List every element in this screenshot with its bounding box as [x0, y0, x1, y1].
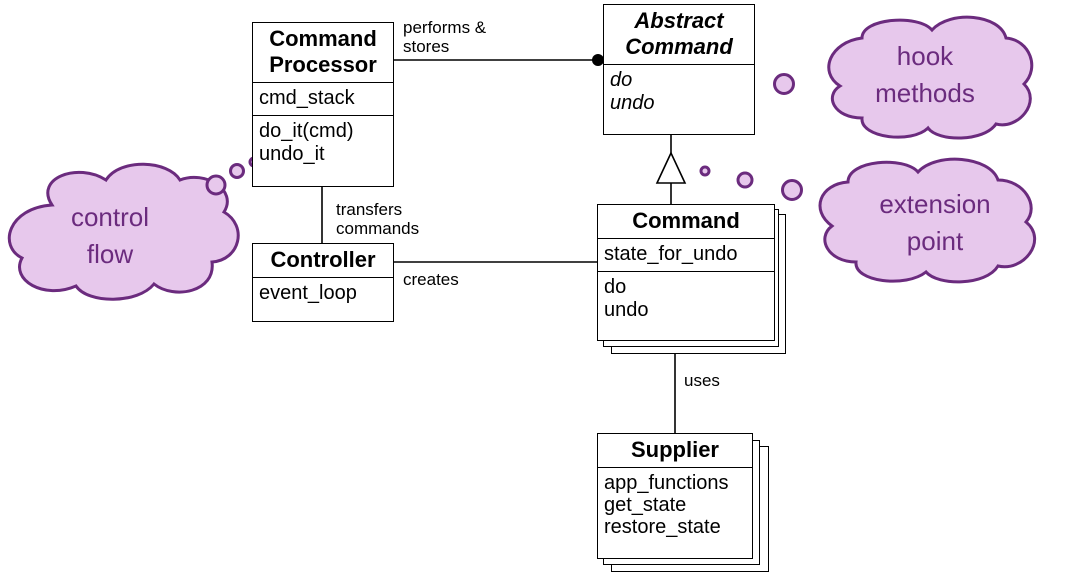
label-uses: uses	[684, 371, 720, 390]
generalization-arrowhead	[655, 151, 687, 184]
class-command-processor: Command Processor cmd_stack do_it(cmd) u…	[252, 22, 394, 187]
method-undo: undo	[604, 299, 649, 321]
class-controller: Controller event_loop	[252, 243, 394, 322]
class-supplier-title: Supplier	[630, 437, 719, 462]
class-abstract-command-title: Abstract Command	[625, 8, 733, 59]
method-do: do	[610, 69, 633, 91]
label-performs-stores: performs & stores	[403, 18, 487, 56]
method-undo: undo	[610, 92, 655, 114]
attribute-state-for-undo: state_for_undo	[604, 243, 738, 265]
method-do: do	[604, 276, 627, 298]
class-abstract-command: Abstract Command do undo	[603, 4, 755, 135]
attribute-cmd-stack: cmd_stack	[259, 87, 355, 109]
class-supplier: Supplier app_functions get_state restore…	[597, 433, 753, 559]
label-creates: creates	[403, 270, 459, 289]
cloud-hook-methods-text: hook methods	[875, 41, 975, 108]
class-supplier-methods: app_functions get_state restore_state	[598, 467, 752, 543]
class-command: Command state_for_undo do undo	[597, 204, 775, 341]
class-abstract-command-methods: do undo	[604, 64, 754, 120]
method-restore-state: restore_state	[604, 516, 721, 538]
class-command-title: Command	[632, 208, 740, 233]
method-get-state: get_state	[604, 494, 687, 516]
class-controller-attributes: event_loop	[253, 277, 393, 310]
cloud-extension-point	[699, 157, 1037, 284]
class-command-processor-methods: do_it(cmd) undo_it	[253, 115, 393, 171]
label-transfers-commands: transfers commands	[336, 200, 420, 238]
cloud-control-flow	[7, 156, 260, 301]
class-command-methods: do undo	[598, 271, 774, 327]
method-undo-it: undo_it	[259, 143, 325, 165]
method-do-it: do_it(cmd)	[259, 120, 354, 142]
cloud-extension-point-text: extension point	[879, 189, 991, 256]
class-controller-title: Controller	[270, 247, 376, 272]
aggregation-dot	[592, 54, 604, 66]
method-app-functions: app_functions	[604, 472, 729, 494]
attribute-event-loop: event_loop	[259, 282, 357, 304]
class-command-attributes: state_for_undo	[598, 238, 774, 271]
class-command-processor-attributes: cmd_stack	[253, 82, 393, 115]
class-command-processor-title: Command Processor	[269, 26, 377, 77]
cloud-control-flow-text: control flow	[70, 202, 150, 269]
